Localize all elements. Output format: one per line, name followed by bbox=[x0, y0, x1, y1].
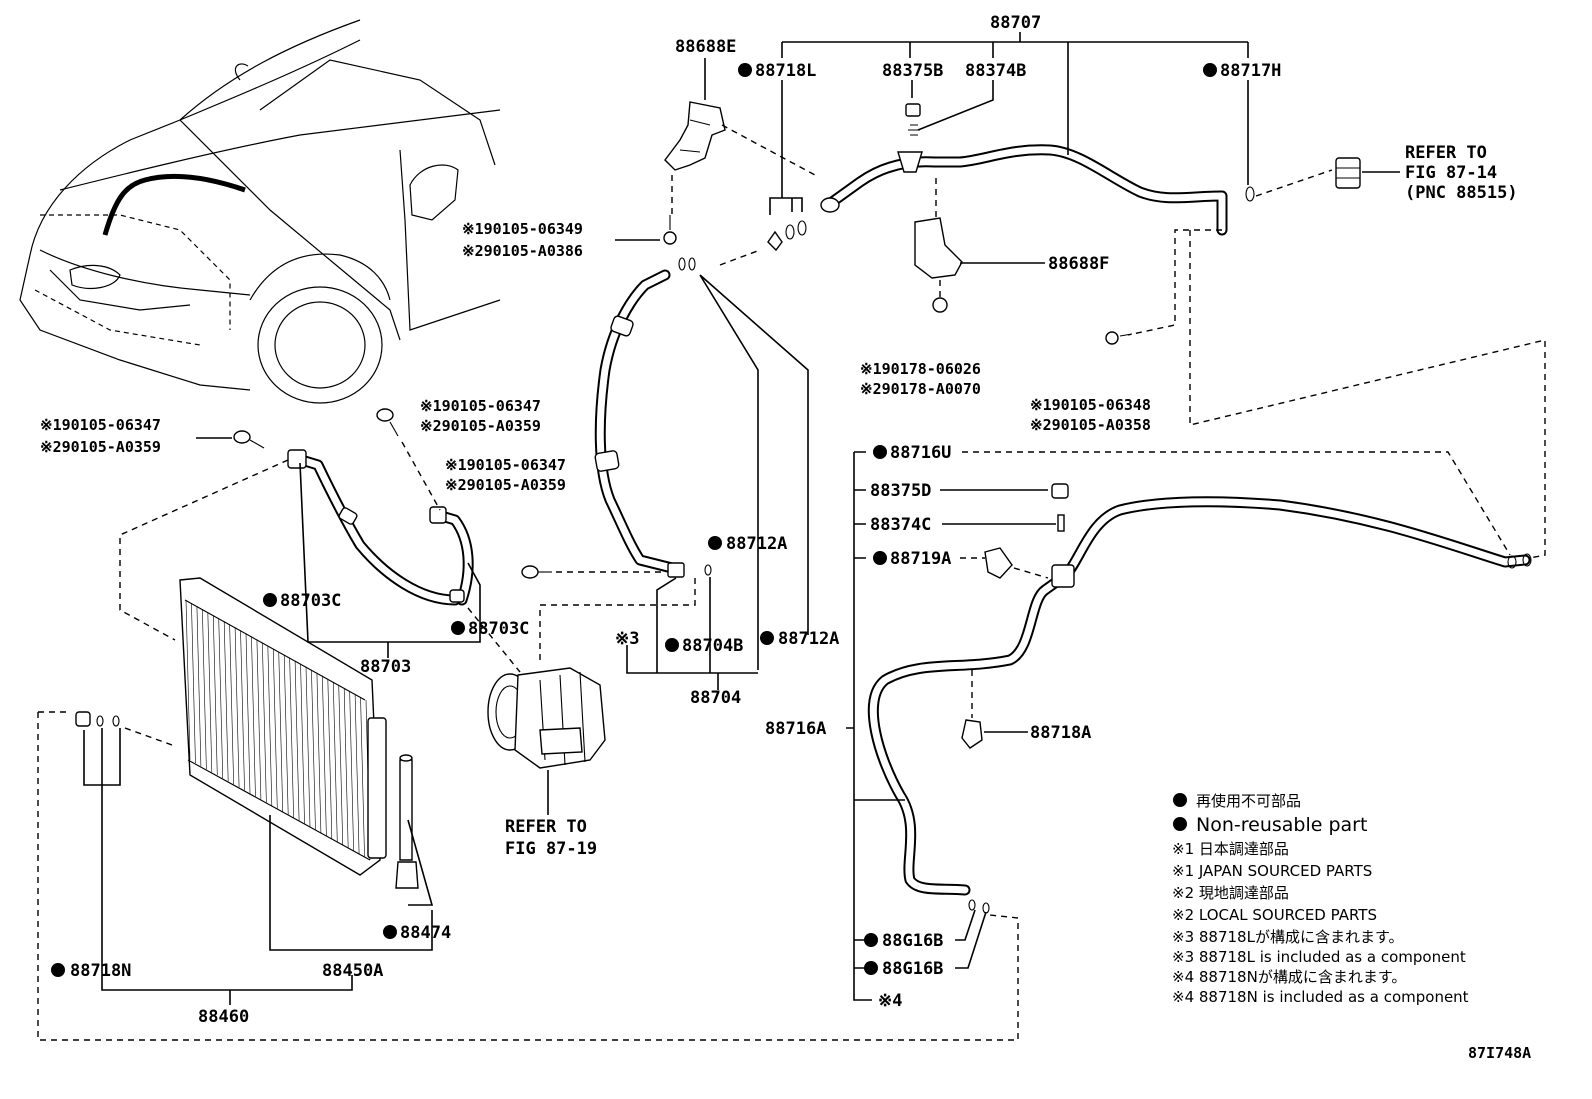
legend-nonreusable-jp: 再使用不可部品 bbox=[1196, 792, 1301, 810]
label-bolt-06347-c-jp: ※190105-06347 bbox=[445, 456, 566, 474]
label-88712A-b: 88712A bbox=[778, 629, 839, 649]
label-88474: 88474 bbox=[400, 923, 451, 943]
label-88374B: 88374B bbox=[965, 61, 1026, 81]
bolt-190105-06349[interactable] bbox=[663, 215, 677, 245]
label-88718L: 88718L bbox=[755, 61, 816, 81]
bracket-88688E[interactable] bbox=[664, 101, 726, 171]
figure-code: 87I748A bbox=[1468, 1044, 1531, 1062]
refer-87-19-line1: REFER TO bbox=[505, 817, 587, 837]
condenser-88460[interactable] bbox=[75, 577, 419, 889]
leader-lines bbox=[37, 32, 1546, 1041]
legend-note1-jp: ※1 日本調達部品 bbox=[1172, 840, 1289, 858]
legend-note4-jp: ※4 88718Nが構成に含まれます。 bbox=[1172, 968, 1406, 986]
vehicle-illustration bbox=[19, 19, 501, 404]
label-88716U: 88716U bbox=[890, 443, 951, 463]
label-bolt-06348-local: ※290105-A0358 bbox=[1030, 416, 1151, 434]
refer-87-14-line2: FIG 87-14 bbox=[1405, 163, 1497, 183]
label-bolt-06348-jp: ※190105-06348 bbox=[1030, 396, 1151, 414]
label-88G16B-b: 88G16B bbox=[882, 959, 943, 979]
label-88712A-a: 88712A bbox=[726, 534, 787, 554]
non-reusable-markers bbox=[51, 63, 1217, 977]
label-88703C-a: 88703C bbox=[280, 591, 341, 611]
label-bolt-06347-b-jp: ※190105-06347 bbox=[420, 397, 541, 415]
bolt-190105-06347-c[interactable] bbox=[521, 565, 552, 579]
label-88704B: 88704B bbox=[682, 636, 743, 656]
refer-87-19-line2: FIG 87-19 bbox=[505, 839, 597, 859]
label-bolt-06347-a-local: ※290105-A0359 bbox=[40, 438, 161, 456]
bolt-88719A[interactable] bbox=[984, 547, 1013, 579]
refer-87-14-line1: REFER TO bbox=[1405, 143, 1487, 163]
label-88719A: 88719A bbox=[890, 549, 951, 569]
cap-88375D[interactable] bbox=[1051, 483, 1069, 499]
label-bolt-06349-local: ※290105-A0386 bbox=[462, 242, 583, 260]
label-note-4: ※4 bbox=[878, 991, 902, 1011]
refer-87-14-line3: (PNC 88515) bbox=[1405, 183, 1518, 203]
receiver-87-14[interactable] bbox=[1335, 157, 1361, 189]
legend-note2-en: ※2 LOCAL SOURCED PARTS bbox=[1172, 906, 1377, 924]
label-bolt-06349-jp: ※190105-06349 bbox=[462, 220, 583, 238]
label-bolt-06347-a-jp: ※190105-06347 bbox=[40, 416, 161, 434]
label-88718N: 88718N bbox=[70, 961, 131, 981]
bracket-88688F[interactable] bbox=[914, 217, 963, 313]
bolt-190105-06347-a[interactable] bbox=[233, 430, 265, 449]
bolt-190105-06348[interactable] bbox=[1105, 331, 1133, 345]
label-88718A: 88718A bbox=[1030, 723, 1091, 743]
legend-note2-jp: ※2 現地調達部品 bbox=[1172, 884, 1289, 902]
legend-note3-jp: ※3 88718Lが構成に含まれます。 bbox=[1172, 928, 1403, 946]
label-88703C-b: 88703C bbox=[468, 619, 529, 639]
label-88716A: 88716A bbox=[765, 719, 826, 739]
o-ring-88717H[interactable] bbox=[1245, 186, 1255, 202]
label-88704: 88704 bbox=[690, 688, 741, 708]
label-bolt-06026-jp: ※190178-06026 bbox=[860, 360, 981, 378]
legend-note4-en: ※4 88718N is included as a component bbox=[1172, 988, 1469, 1006]
label-88450A: 88450A bbox=[322, 961, 383, 981]
label-88G16B-a: 88G16B bbox=[882, 931, 943, 951]
label-bolt-06026-local: ※290178-A0070 bbox=[860, 380, 981, 398]
legend-nonreusable-en: Non-reusable part bbox=[1196, 814, 1367, 836]
o-ring-88718L[interactable] bbox=[767, 220, 807, 252]
legend-note1-en: ※1 JAPAN SOURCED PARTS bbox=[1172, 862, 1372, 880]
label-bolt-06347-c-local: ※290105-A0359 bbox=[445, 476, 566, 494]
hose-88703[interactable] bbox=[287, 449, 474, 606]
label-88703: 88703 bbox=[360, 657, 411, 677]
cap-88375B[interactable] bbox=[905, 103, 921, 117]
label-88460: 88460 bbox=[198, 1007, 249, 1027]
label-88688E: 88688E bbox=[675, 37, 736, 57]
label-88374C: 88374C bbox=[870, 515, 931, 535]
o-ring-88718A[interactable] bbox=[961, 719, 983, 749]
pipe-88707[interactable] bbox=[820, 144, 1228, 236]
pipe-88716A[interactable] bbox=[867, 496, 1532, 914]
hose-88704[interactable] bbox=[594, 257, 712, 578]
label-bolt-06347-b-local: ※290105-A0359 bbox=[420, 417, 541, 435]
bolt-190105-06347-b[interactable] bbox=[376, 408, 399, 437]
label-88375B: 88375B bbox=[882, 61, 943, 81]
label-88707: 88707 bbox=[990, 13, 1041, 33]
label-note-3: ※3 bbox=[615, 629, 639, 649]
compressor-87-19[interactable] bbox=[487, 667, 606, 769]
label-88688F: 88688F bbox=[1048, 254, 1109, 274]
legend: 再使用不可部品 Non-reusable part ※1 日本調達部品 ※1 J… bbox=[1172, 792, 1469, 1006]
label-88717H: 88717H bbox=[1220, 61, 1281, 81]
label-88375D: 88375D bbox=[870, 481, 931, 501]
legend-note3-en: ※3 88718L is included as a component bbox=[1172, 948, 1466, 966]
valve-core-88374C[interactable] bbox=[1057, 514, 1065, 532]
